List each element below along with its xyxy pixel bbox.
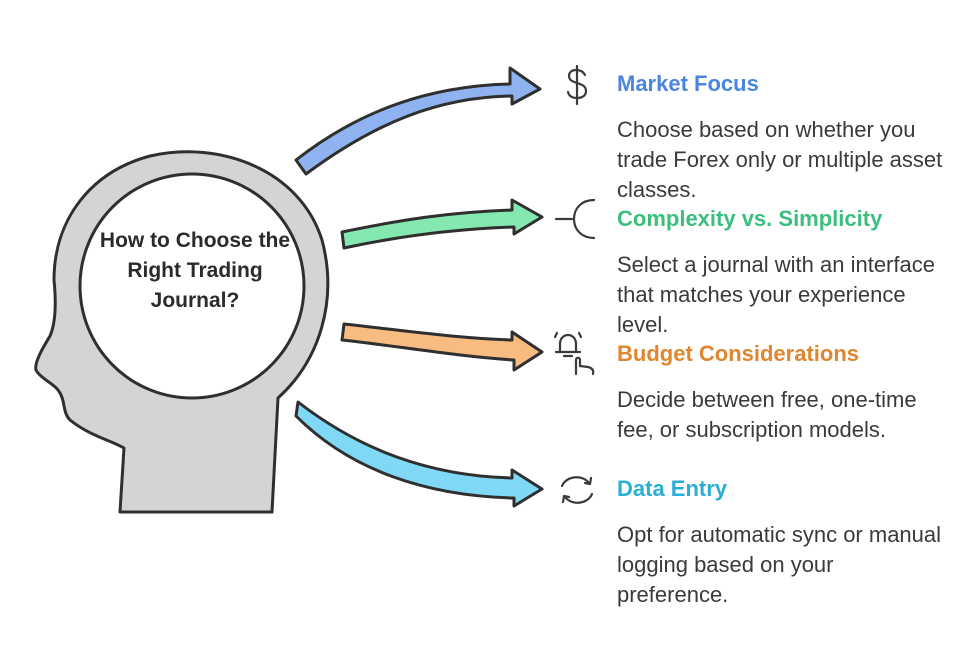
item-title-complexity: Complexity vs. Simplicity (617, 206, 883, 231)
sync-icon (560, 476, 594, 504)
center-title: How to Choose the Right Trading Journal? (99, 229, 291, 312)
item-title-data-entry: Data Entry (617, 476, 728, 501)
item-title-market-focus: Market Focus (617, 71, 759, 96)
item-desc-complexity: Select a journal with an interface that … (617, 252, 935, 337)
arrow-complexity (340, 198, 544, 250)
arrow-data-entry (294, 400, 544, 508)
item-title-budget: Budget Considerations (617, 341, 860, 366)
arrow-budget (340, 322, 544, 372)
item-desc-market-focus: Choose based on whether you trade Forex … (617, 117, 943, 202)
arrow-market-focus (294, 66, 542, 176)
item-desc-data-entry: Opt for automatic sync or manual logging… (617, 522, 942, 607)
center-circle (78, 172, 306, 400)
alarm-touch-icon (553, 331, 595, 376)
item-desc-budget: Decide between free, one-time fee, or su… (617, 387, 917, 442)
half-circle-icon (554, 198, 596, 240)
dollar-icon (566, 64, 588, 106)
